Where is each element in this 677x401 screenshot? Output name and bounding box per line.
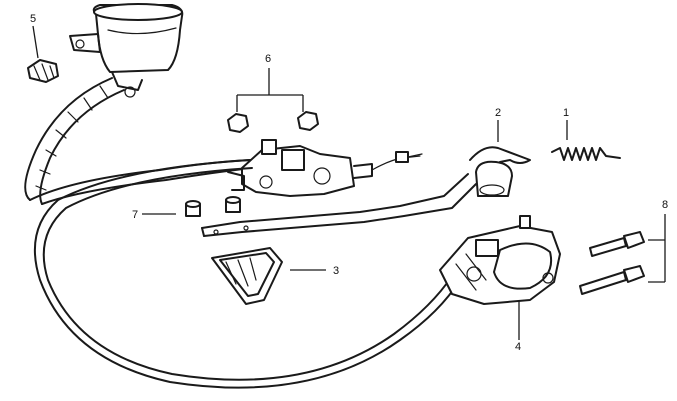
- caliper-brake-line: [33, 159, 461, 389]
- reservoir-bolt: 5: [27, 13, 59, 83]
- brake-caliper: 4: [439, 215, 561, 353]
- master-cylinder: [227, 139, 423, 197]
- pin-bushings: 7: [132, 196, 241, 221]
- callout-7: 7: [132, 209, 138, 221]
- brake-pedal-lever: 2: [201, 107, 531, 237]
- reservoir-hose: [24, 77, 253, 205]
- callout-6: 6: [265, 53, 271, 65]
- fluid-reservoir: [69, 3, 184, 98]
- callout-1: 1: [563, 107, 569, 119]
- callout-5: 5: [30, 13, 36, 25]
- return-spring: 1: [551, 107, 621, 161]
- pedal-pad-bracket: 3: [211, 247, 339, 305]
- callout-8: 8: [662, 199, 668, 211]
- callout-2: 2: [495, 107, 501, 119]
- caliper-mounting-bolts: 8: [579, 199, 668, 295]
- callout-4: 4: [515, 341, 521, 353]
- master-cylinder-bolts: 6: [227, 53, 319, 133]
- callout-3: 3: [333, 265, 339, 277]
